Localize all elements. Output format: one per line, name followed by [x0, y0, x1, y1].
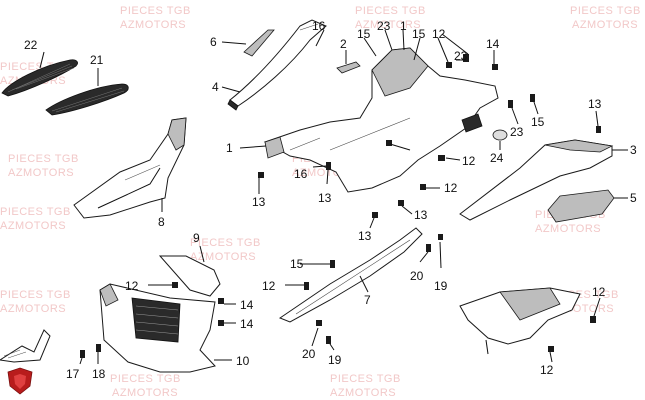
callout-12: 12	[432, 27, 446, 41]
watermark-text: AZMOTORS	[535, 223, 601, 235]
callout-21: 21	[90, 53, 104, 67]
part-10-bottom-shell	[99, 283, 216, 373]
callout-22: 22	[24, 38, 38, 52]
watermark-text: AZMOTORS	[0, 303, 66, 315]
watermark-text: AZMOTORS	[572, 19, 638, 31]
callout-12d: 12	[125, 279, 139, 293]
watermark-text: PIECES TGB	[0, 206, 71, 218]
part-2-emblem	[336, 61, 361, 74]
part-24-washer	[492, 129, 508, 141]
callout-12c: 12	[444, 181, 458, 195]
part-8-side-panel	[73, 117, 187, 219]
callout-20b: 20	[410, 269, 424, 283]
part-11-undercover	[459, 287, 581, 345]
watermark-text: PIECES TGB	[190, 237, 261, 249]
part-21-floor-mat	[45, 83, 129, 116]
callout-2: 2	[340, 37, 347, 51]
fastener-group	[80, 54, 601, 358]
callout-24: 24	[490, 151, 504, 165]
callout-9: 9	[193, 231, 200, 245]
callout-10: 10	[236, 354, 250, 368]
callout-14: 14	[486, 37, 500, 51]
callout-3: 3	[630, 143, 637, 157]
watermark-text: AZMOTORS	[120, 19, 186, 31]
callout-19b: 19	[434, 279, 448, 293]
callout-23b: 23	[454, 49, 468, 63]
watermark-text: PIECES TGB	[355, 5, 426, 17]
callout-16b: 16	[294, 167, 308, 181]
watermark-text: AZMOTORS	[0, 220, 66, 232]
callout-13e: 13	[318, 191, 332, 205]
callout-5: 5	[630, 191, 637, 205]
callout-12b: 12	[462, 154, 476, 168]
watermark-text: AZMOTORS	[330, 387, 396, 399]
callout-15: 15	[357, 27, 371, 41]
watermark-text: PIECES TGB	[570, 5, 641, 17]
callout-1: 1	[226, 141, 233, 155]
watermark-text: PIECES TGB	[110, 373, 181, 385]
callout-23c: 23	[510, 125, 524, 139]
callout-15d: 15	[290, 257, 304, 271]
watermark-text: AZMOTORS	[8, 167, 74, 179]
part-17-arrow-bracket	[0, 329, 51, 363]
part-7-floor-rail	[278, 227, 423, 323]
watermark-text: AZMOTORS	[355, 19, 421, 31]
part-22-floor-mat	[1, 59, 78, 97]
callout-16: 16	[312, 19, 326, 33]
callout-14c: 14	[240, 317, 254, 331]
callout-4: 4	[212, 80, 219, 94]
callout-15c: 15	[531, 115, 545, 129]
watermark-text: AZMOTORS	[112, 387, 178, 399]
callout-19: 19	[328, 353, 342, 367]
callout-20: 20	[302, 347, 316, 361]
watermark-text: PIECES TGB	[0, 289, 71, 301]
callout-14b: 14	[240, 298, 254, 312]
watermark-text: PIECES TGB	[330, 373, 401, 385]
callout-8: 8	[158, 215, 165, 229]
part-3-rear-panel	[459, 139, 614, 221]
callout-12e: 12	[262, 279, 276, 293]
callout-7: 7	[364, 293, 371, 307]
callout-13b: 13	[588, 97, 602, 111]
callout-12g: 12	[540, 363, 554, 377]
watermark-text: PIECES TGB	[120, 5, 191, 17]
callout-13c: 13	[414, 208, 428, 222]
part-4-trim-rail	[227, 19, 327, 111]
callout-numbers: 22 21 6 4 1 13 8 2 16 15 23 1 15 12 23 1…	[24, 19, 637, 381]
callout-23: 23	[377, 19, 391, 33]
callout-13: 13	[252, 195, 266, 209]
leader-lines	[39, 29, 628, 365]
callout-18: 18	[92, 367, 106, 381]
callout-15b: 15	[412, 27, 426, 41]
callout-6: 6	[210, 35, 217, 49]
callout-13d: 13	[358, 229, 372, 243]
callout-12f: 12	[592, 285, 606, 299]
watermark-text: AZMOTORS	[190, 251, 256, 263]
part-6-trim-strip	[243, 29, 275, 57]
callout-17: 17	[66, 367, 80, 381]
brand-shield-logo	[7, 367, 33, 395]
part-9-front-lower	[158, 255, 221, 297]
watermark-text: PIECES TGB	[8, 153, 79, 165]
callout-1b: 1	[400, 19, 407, 33]
